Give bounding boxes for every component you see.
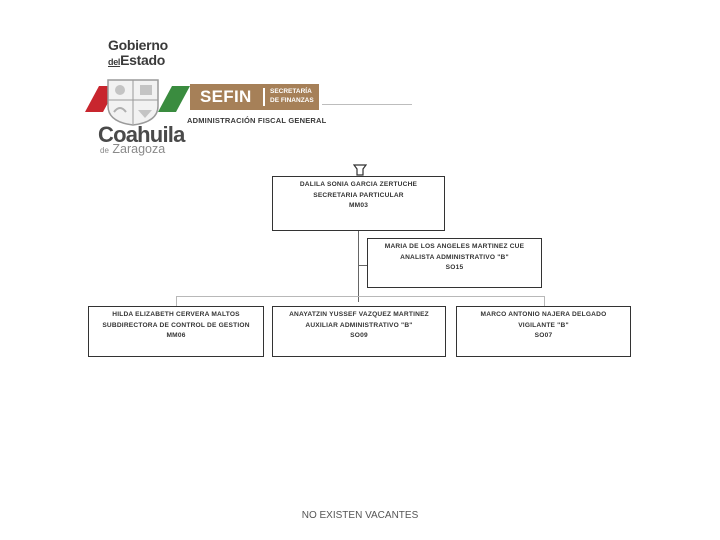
- zaragoza-text: de Zaragoza: [100, 142, 166, 156]
- administracion-fiscal-text: ADMINISTRACIÓN FISCAL GENERAL: [187, 116, 327, 125]
- node-title: ANALISTA ADMINISTRATIVO "B": [400, 253, 509, 261]
- del-estado-text: delEstado: [108, 52, 165, 68]
- node-title: SECRETARIA PARTICULAR: [313, 191, 404, 199]
- node-name: ANAYATZIN YUSSEF VAZQUEZ MARTINEZ: [289, 311, 429, 318]
- sefin-text: SEFIN: [200, 87, 252, 106]
- org-node-assistant: MARIA DE LOS ANGELES MARTINEZ CUE ANALIS…: [367, 238, 542, 288]
- sefin-divider: [263, 88, 265, 106]
- vacancies-note: NO EXISTEN VACANTES: [301, 510, 419, 521]
- sefin-banner: [190, 84, 319, 110]
- secretaria-finanzas-text: SECRETARÍA DE FINANZAS: [270, 88, 314, 104]
- node-code: SO07: [534, 332, 553, 339]
- node-title: AUXILIAR ADMINISTRATIVO "B": [305, 321, 413, 329]
- node-code: SO09: [350, 332, 368, 339]
- gobierno-del-estado-logo: Gobierno delEstado: [108, 38, 168, 70]
- org-node-child: ANAYATZIN YUSSEF VAZQUEZ MARTINEZ AUXILI…: [272, 306, 446, 357]
- node-name: MARCO ANTONIO NAJERA DELGADO: [480, 311, 607, 318]
- node-title: SUBDIRECTORA DE CONTROL DE GESTION: [102, 321, 250, 329]
- node-code: MM03: [348, 202, 369, 209]
- branch-drop-right: [544, 296, 545, 306]
- node-code: SO15: [445, 264, 464, 271]
- node-name: DALILA SONIA GARCIA ZERTUCHE: [299, 181, 418, 188]
- branch-line: [176, 296, 545, 297]
- trunk-line: [358, 231, 359, 302]
- node-name: HILDA ELIZABETH CERVERA MALTOS: [112, 311, 240, 318]
- org-node-root: DALILA SONIA GARCIA ZERTUCHE SECRETARIA …: [272, 176, 445, 231]
- org-node-child: HILDA ELIZABETH CERVERA MALTOS SUBDIRECT…: [88, 306, 264, 357]
- coahuila-text: Coahuila: [98, 122, 185, 147]
- org-node-child: MARCO ANTONIO NAJERA DELGADO VIGILANTE "…: [456, 306, 631, 357]
- node-name: MARIA DE LOS ANGELES MARTINEZ CUE: [384, 243, 525, 250]
- header-rule: [322, 104, 412, 105]
- coat-of-arms-icon: [107, 79, 159, 126]
- gobierno-text: Gobierno: [108, 37, 168, 53]
- assistant-connector: [358, 265, 368, 266]
- node-title: VIGILANTE "B": [518, 321, 569, 329]
- org-top-icon: [353, 164, 367, 176]
- node-code: MM06: [166, 332, 186, 339]
- branch-drop-left: [176, 296, 177, 306]
